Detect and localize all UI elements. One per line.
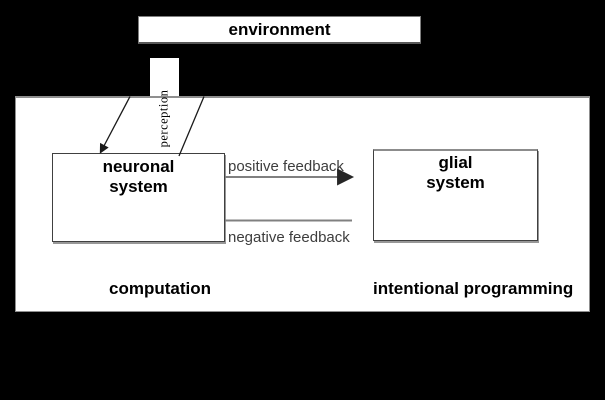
perception-label: perception bbox=[156, 89, 171, 148]
glial-system-box: glial system bbox=[373, 149, 538, 241]
environment-box: environment bbox=[138, 16, 421, 44]
negative-feedback-label: negative feedback bbox=[228, 229, 350, 246]
positive-feedback-label: positive feedback bbox=[228, 158, 344, 175]
environment-label: environment bbox=[228, 19, 331, 39]
neuronal-system-box: neuronal system bbox=[52, 153, 225, 242]
perception-channel bbox=[150, 58, 179, 100]
intentional-programming-label: intentional programming bbox=[373, 279, 574, 298]
computation-label: computation bbox=[109, 279, 211, 298]
